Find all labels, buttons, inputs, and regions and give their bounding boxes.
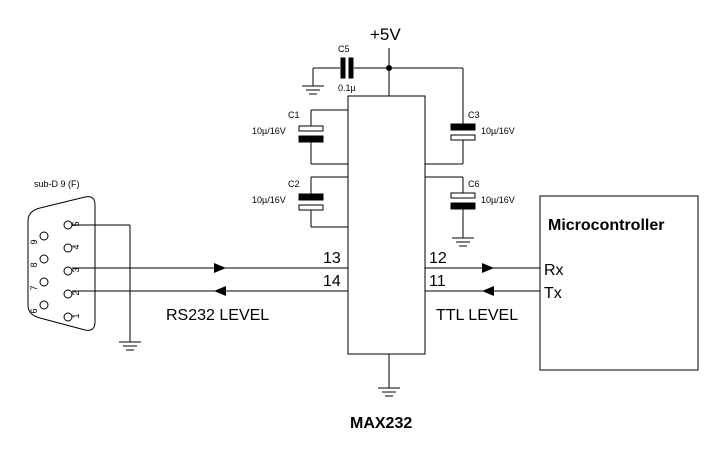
pin5-ground-wire xyxy=(72,224,131,342)
connector-ground-icon xyxy=(119,341,141,351)
supply-junction xyxy=(386,65,392,71)
c1-value: 10µ/16V xyxy=(252,126,286,136)
arrow-left-icon xyxy=(214,286,226,296)
ic-name-label: MAX232 xyxy=(350,415,412,432)
mcu-tx-label: Tx xyxy=(544,285,562,302)
c3-value: 10µ/16V xyxy=(481,126,515,136)
connector-pin-number: 3 xyxy=(71,267,81,272)
supply-rail xyxy=(313,48,464,124)
ttl-level-label: TTL LEVEL xyxy=(436,307,518,324)
connector-pin-number: 9 xyxy=(29,239,39,244)
connector-pin-number: 5 xyxy=(71,221,81,226)
ic-pin-14: 14 xyxy=(323,273,341,290)
mcu-rx-label: Rx xyxy=(544,262,564,279)
ic-pin-13: 13 xyxy=(323,250,341,267)
connector-pin-number: 1 xyxy=(71,313,81,318)
connector-pin-number: 4 xyxy=(71,244,81,249)
c5-capacitor xyxy=(340,57,354,79)
c6-capacitor xyxy=(425,176,476,238)
ic-ground-icon xyxy=(378,354,400,397)
c3-name: C3 xyxy=(468,110,480,120)
connector-pin-number: 7 xyxy=(29,285,39,290)
connector-pin-number: 2 xyxy=(71,290,81,295)
arrow-right-icon xyxy=(214,263,226,273)
rs232-level-label: RS232 LEVEL xyxy=(166,307,269,324)
ic-pin-12: 12 xyxy=(429,250,447,267)
c5-value: 0.1µ xyxy=(338,83,356,93)
connector-pin-number: 6 xyxy=(29,308,39,313)
c6-value: 10µ/16V xyxy=(481,195,515,205)
c6-name: C6 xyxy=(468,179,480,189)
microcontroller-box xyxy=(539,195,699,371)
c2-name: C2 xyxy=(288,179,300,189)
c6-ground-icon xyxy=(452,237,474,247)
c3-capacitor xyxy=(425,123,476,165)
connector-pin-number: 8 xyxy=(29,262,39,267)
c1-capacitor xyxy=(298,109,348,165)
ic-pin-11: 11 xyxy=(429,273,446,290)
arrow-left-icon xyxy=(482,286,494,296)
max232-ic-body xyxy=(347,95,426,355)
subd9-connector xyxy=(27,196,96,331)
c1-name: C1 xyxy=(288,110,300,120)
c2-capacitor xyxy=(298,176,348,228)
arrow-right-icon xyxy=(482,263,494,273)
c2-value: 10µ/16V xyxy=(252,195,286,205)
microcontroller-title: Microcontroller xyxy=(548,217,664,234)
connector-label: sub-D 9 (F) xyxy=(34,179,80,189)
supply-label: +5V xyxy=(370,25,401,44)
c5-name: C5 xyxy=(338,44,350,54)
c5-ground-icon xyxy=(302,68,324,95)
